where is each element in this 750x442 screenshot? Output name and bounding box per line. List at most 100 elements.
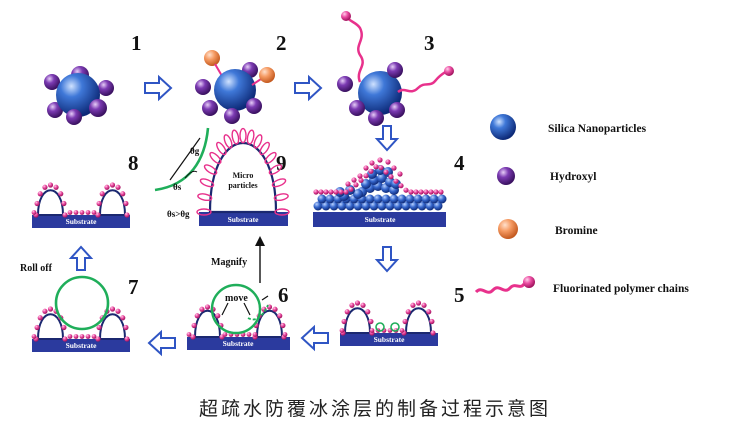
polymer-dot [109, 182, 116, 188]
polymer-dot [345, 181, 351, 187]
silica-small [421, 194, 431, 204]
polymer-dot [34, 324, 40, 331]
legend-hydroxyl-icon [497, 167, 515, 185]
silica-small [409, 201, 419, 211]
step-number-3: 3 [424, 31, 435, 55]
polymer-dot [61, 200, 67, 207]
silica-small [385, 201, 395, 211]
step6-substrate-label: Substrate [223, 339, 255, 348]
arrow-6-to-7 [147, 329, 176, 357]
polymer-dot [405, 309, 411, 315]
legend-bromine-icon [498, 219, 518, 239]
polymer-dot [58, 191, 64, 197]
polymer-dot [351, 177, 357, 183]
polymer-dot [67, 334, 73, 339]
silica-small [389, 194, 399, 204]
silica-small [317, 194, 327, 204]
legend-silica-label: Silica Nanoparticles [548, 123, 647, 135]
silica-small [353, 201, 363, 211]
silica-small [393, 201, 403, 211]
polymer-dot [398, 183, 404, 189]
polymer-dot [62, 336, 68, 342]
step6-surface: Substrate move [186, 283, 290, 350]
step4-coating: Substrate [313, 157, 447, 227]
arrow-1-to-2 [144, 74, 173, 102]
polymer-dot [34, 200, 40, 207]
polymer-petal [196, 208, 212, 216]
silica-small [361, 201, 371, 211]
polymer-petal [216, 141, 227, 156]
polymer-dot [388, 174, 394, 180]
polymer-dot [399, 328, 405, 333]
silica-small [365, 194, 375, 204]
polymer-dot [378, 165, 384, 171]
step-number-7: 7 [128, 275, 139, 299]
polymer-dot [368, 318, 374, 325]
legend-polymer-icon [474, 276, 535, 294]
polymer-dot [408, 189, 414, 195]
polymer-dot [393, 178, 399, 184]
polymer-dot [120, 191, 126, 197]
legend-silica-icon [490, 114, 516, 140]
silica-small [417, 201, 427, 211]
polymer-dot [426, 309, 432, 315]
polymer-petal [264, 151, 277, 165]
step7-surface: Substrate [31, 275, 130, 352]
polymer-dot [73, 334, 79, 339]
polymer-petal [271, 178, 287, 188]
polymer-dot [47, 182, 54, 188]
polymer-dot [124, 212, 130, 218]
silica-small [329, 201, 339, 211]
polymer-dot [323, 189, 329, 195]
arrow-3-to-4 [374, 125, 400, 152]
polymer-dot [418, 189, 424, 195]
legend-polymer-label: Fluorinated polymer chains [553, 283, 689, 295]
silica-small [353, 189, 363, 199]
silica-small [345, 201, 355, 211]
polymer-dot [280, 322, 286, 329]
polymer-dot [95, 336, 101, 342]
polymer-dot [402, 318, 408, 325]
polymer-dot [79, 210, 85, 215]
legend-hydroxyl-label: Hydroxyl [550, 171, 596, 183]
polymer-dot [99, 191, 105, 197]
polymer-dot [123, 324, 129, 331]
polymer-dot [53, 184, 59, 190]
step8-substrate-label: Substrate [66, 217, 98, 226]
move-label: move [225, 293, 248, 304]
polymer-petal [231, 129, 240, 145]
polymer-dot [318, 189, 324, 195]
polymer-dot [91, 210, 97, 215]
silica-small [437, 194, 447, 204]
polymer-dot [343, 189, 349, 195]
arrow-7-to-8 [68, 245, 94, 271]
polymer-dot [246, 332, 252, 337]
polymer-dot [369, 328, 375, 333]
polymer-dot [120, 315, 126, 321]
polymer-dot [73, 210, 79, 215]
silica-small [433, 201, 443, 211]
polymer-dot [199, 306, 205, 312]
polymer-dot [96, 324, 102, 331]
step5-surface: Substrate [339, 300, 438, 346]
silica-small [373, 194, 383, 204]
polymer-dot [123, 200, 129, 207]
step1-particle [44, 66, 114, 125]
polymer-dot [31, 210, 37, 215]
silica-small [361, 179, 371, 189]
step-number-4: 4 [454, 151, 465, 175]
polymer-dot [222, 332, 228, 337]
polymer-dot [365, 309, 371, 315]
step3-particle [337, 11, 454, 126]
polymer-petal [209, 151, 222, 165]
polymer-dot [37, 191, 43, 197]
arrow-4-to-5 [374, 246, 400, 273]
step-number-5: 5 [454, 283, 465, 307]
particles-label: particles [228, 181, 257, 190]
polymer-dot [42, 308, 48, 314]
polymer-dot [423, 189, 429, 195]
polymer-dot [67, 210, 73, 215]
polymer-dot [96, 200, 102, 207]
polymer-dot [349, 302, 355, 308]
